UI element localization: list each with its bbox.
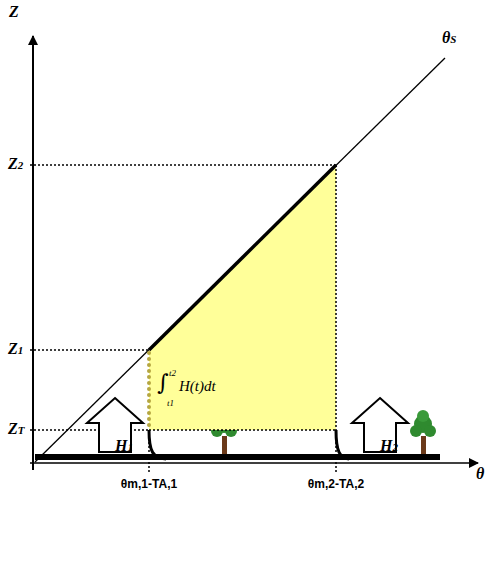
theta-label: θm,2-TA,2 — [308, 478, 364, 490]
level-label: Z2 — [8, 156, 23, 172]
integral-region: t2∫ t1 H(t)dt — [149, 165, 336, 430]
theta-s-line — [35, 58, 445, 462]
profile-curve — [336, 430, 349, 459]
integral-expression: H(t)dt — [179, 379, 216, 394]
flux-label: H2 — [380, 438, 398, 454]
axis-label: Z — [9, 4, 19, 20]
level-label: Z1 — [8, 341, 23, 357]
integral-limit: t2 — [169, 369, 176, 378]
tree-icon — [410, 410, 436, 454]
flux-arrow-box: H1 — [86, 397, 144, 453]
heat-region — [149, 165, 336, 430]
integral-sign: ∫ — [157, 372, 168, 394]
level-label: ZT — [8, 421, 25, 437]
ground-bar — [35, 454, 440, 460]
line-label: θS — [442, 30, 456, 46]
flux-label: H1 — [115, 438, 133, 454]
z2-level — [30, 164, 336, 166]
integral-limit: t1 — [167, 399, 174, 408]
theta-label: θm,1-TA,1 — [121, 478, 177, 490]
z-axis — [32, 36, 34, 470]
axis-label: θ — [476, 466, 484, 482]
z1-level — [30, 349, 149, 351]
profile-curve — [149, 430, 166, 459]
theta-axis — [30, 462, 478, 464]
flux-arrow-box: H2 — [351, 397, 409, 453]
